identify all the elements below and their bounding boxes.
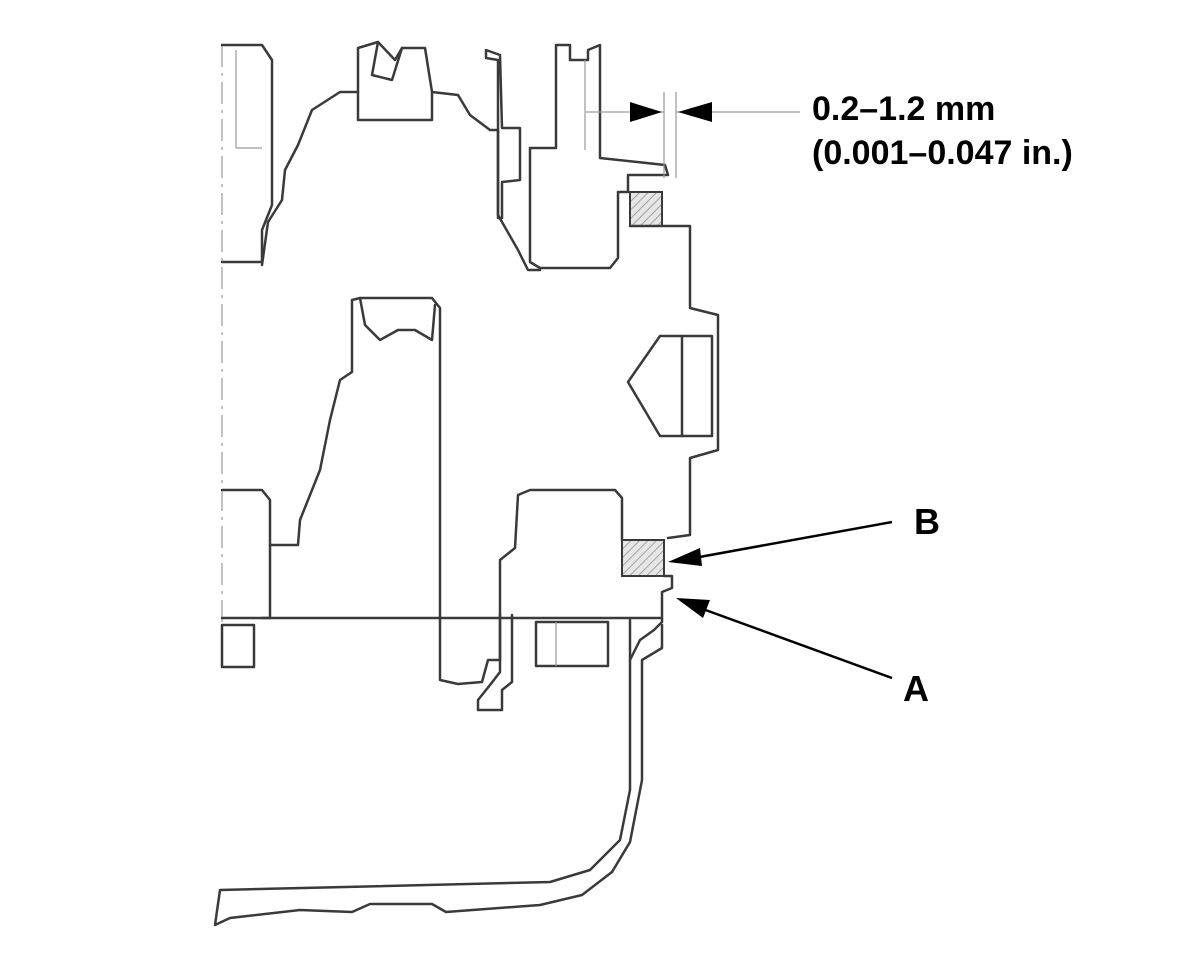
leader-arrow-a	[676, 598, 710, 618]
dim-arrow-left	[630, 102, 662, 122]
dimension-imperial-label: (0.001–0.047 in.)	[812, 134, 1073, 172]
shaft-ring	[628, 574, 674, 662]
callout-label-a: A	[903, 668, 929, 709]
upper-shim	[629, 191, 663, 227]
lower-left-bolt	[220, 623, 256, 669]
upper-gear-tooth	[356, 90, 434, 122]
bottom-housing	[213, 618, 664, 927]
leader-arrow-b	[668, 548, 702, 566]
lower-shim	[621, 539, 665, 577]
lower-left-housing	[220, 488, 272, 620]
lower-clip	[476, 613, 514, 712]
upper-sleeve	[528, 43, 670, 270]
lower-gear-tooth-crown	[358, 296, 437, 342]
leader-line-a	[699, 606, 893, 680]
upper-left-housing	[220, 43, 274, 264]
dim-arrow-right	[678, 102, 712, 122]
dimension-metric-label: 0.2–1.2 mm	[812, 90, 996, 128]
upper-gear-hub	[370, 40, 404, 82]
shaft-nose	[626, 334, 714, 438]
main-shaft-body	[628, 224, 720, 540]
leader-line-b	[693, 520, 893, 560]
upper-clip	[484, 48, 522, 220]
lower-gear	[268, 296, 624, 686]
lower-bolt	[534, 620, 610, 668]
callout-label-b: B	[914, 501, 940, 542]
